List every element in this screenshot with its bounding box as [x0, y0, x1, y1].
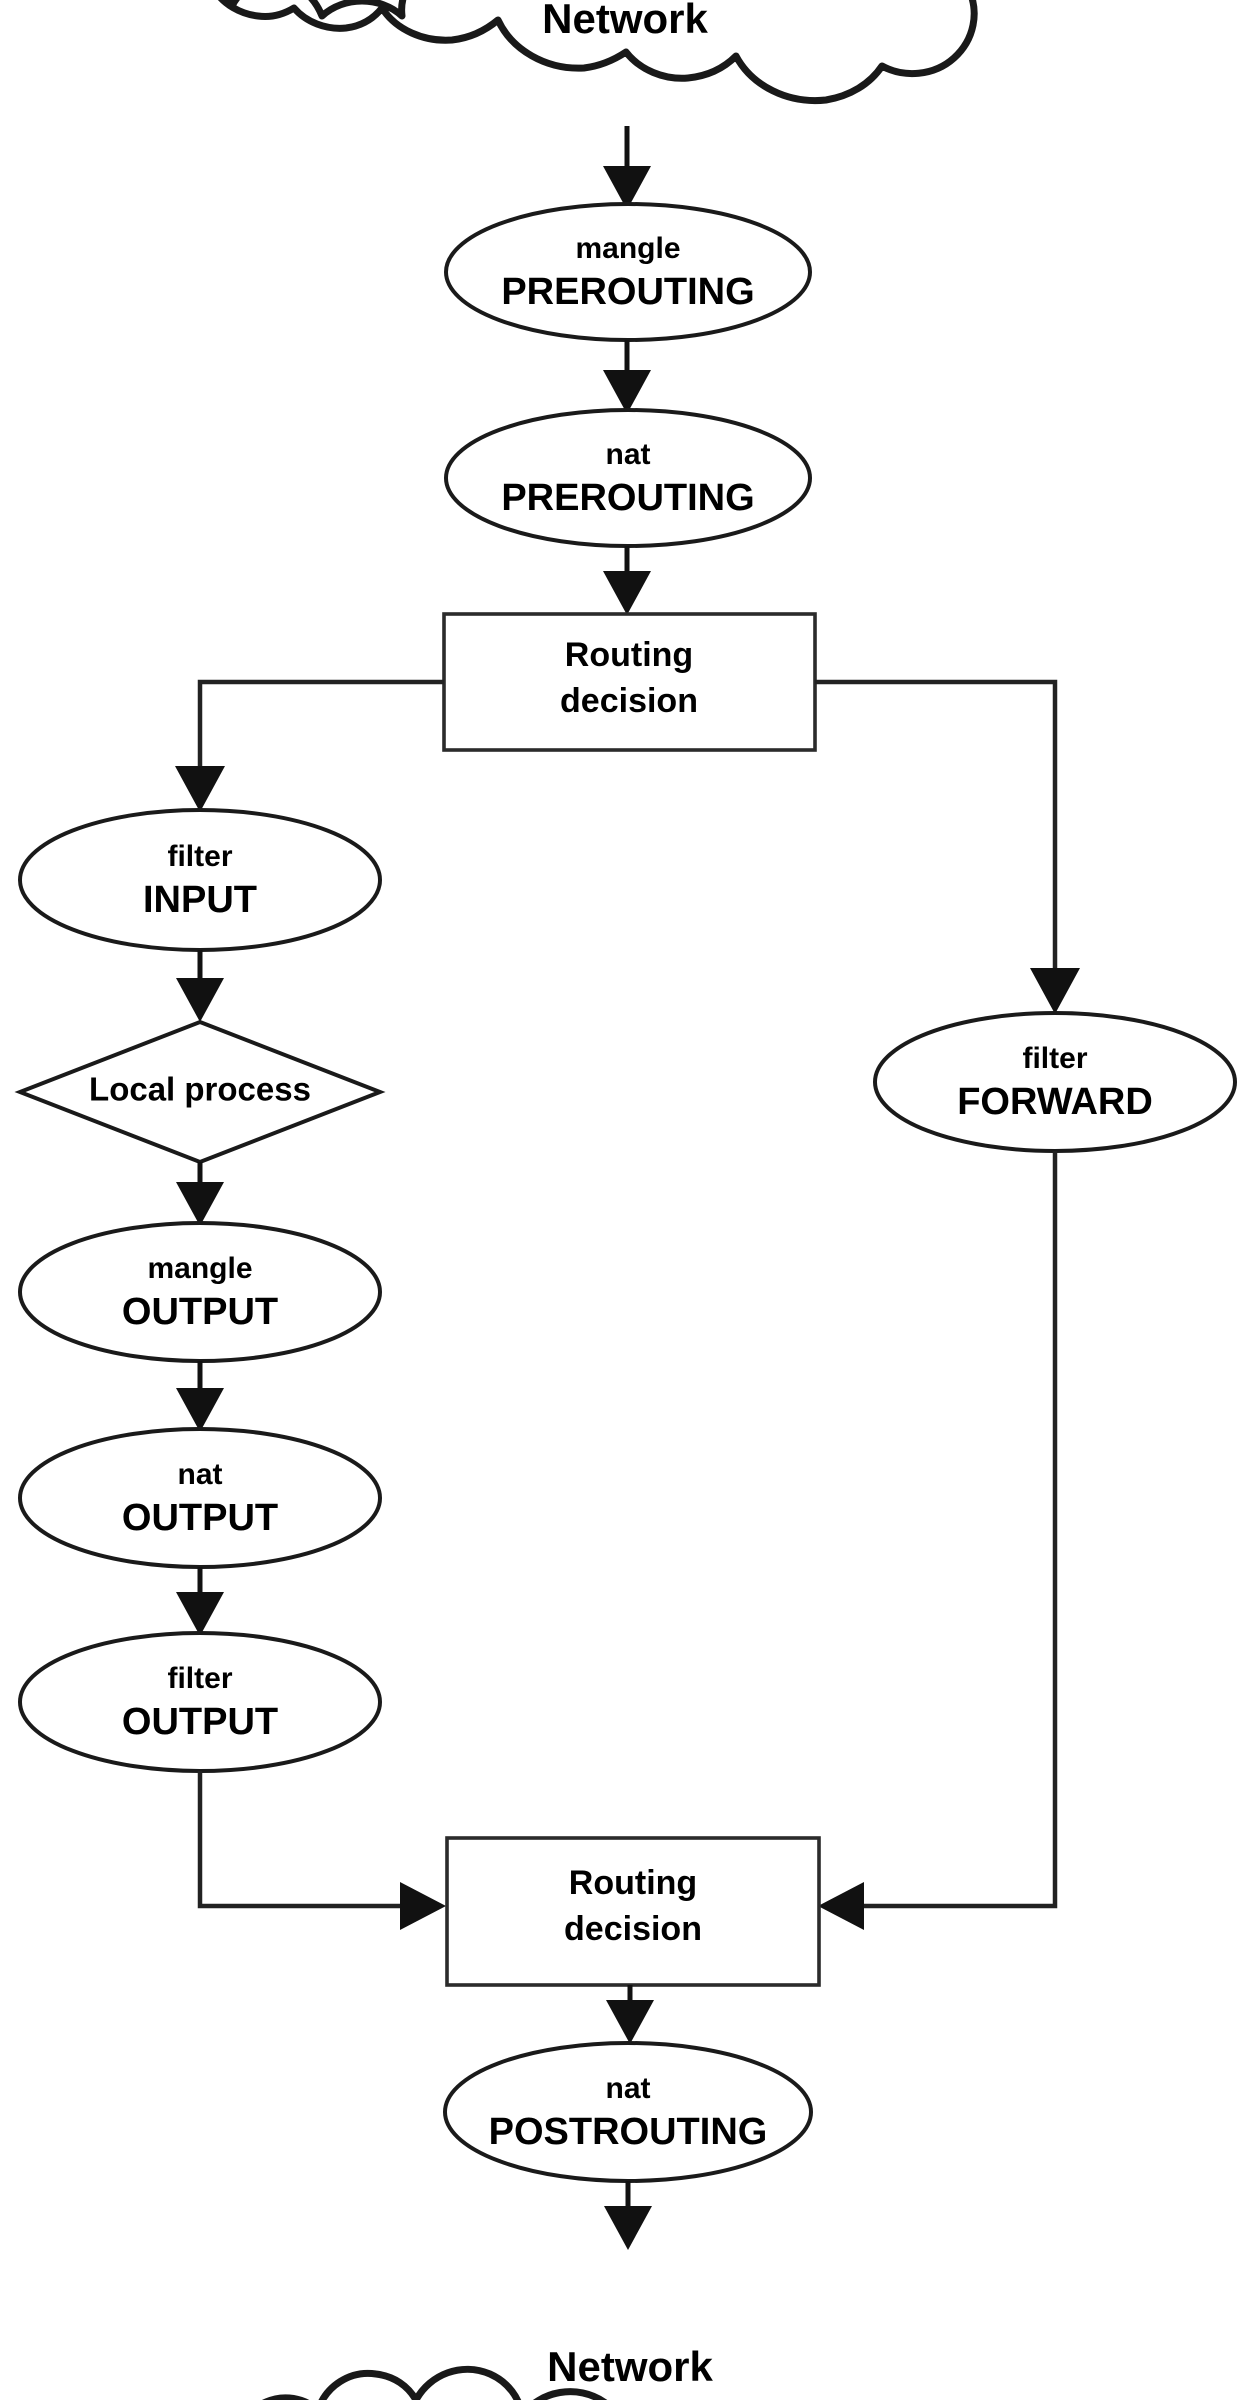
local-process-label: Local process: [89, 1071, 311, 1108]
nat-output-line2: OUTPUT: [122, 1497, 278, 1539]
edge-nat-postrouting-to-network-bottom: [604, 2181, 652, 2250]
node-nat-postrouting[interactable]: nat POSTROUTING: [443, 2041, 813, 2183]
node-nat-output[interactable]: nat OUTPUT: [18, 1427, 382, 1569]
node-nat-prerouting[interactable]: nat PREROUTING: [444, 408, 812, 548]
node-filter-output[interactable]: filter OUTPUT: [18, 1631, 382, 1773]
nat-prerouting-line2: PREROUTING: [501, 477, 754, 519]
node-filter-input[interactable]: filter INPUT: [18, 808, 382, 952]
routing-decision-top-line1: Routing: [565, 636, 693, 674]
node-routing-decision-bottom[interactable]: Routing decision: [445, 1836, 821, 1987]
mangle-prerouting-line1: mangle: [575, 232, 680, 265]
node-mangle-prerouting[interactable]: mangle PREROUTING: [444, 202, 812, 342]
node-network-bottom: Network: [195, 2343, 858, 2400]
filter-input-line2: INPUT: [143, 879, 257, 921]
network-top-label: Network: [542, 0, 708, 42]
edge-nat-prerouting-to-routing-top: [603, 546, 651, 615]
node-mangle-output[interactable]: mangle OUTPUT: [18, 1221, 382, 1363]
edge-routing-bottom-to-nat-postrouting: [606, 1985, 654, 2044]
mangle-output-line1: mangle: [147, 1252, 252, 1285]
edge-mangle-output-to-nat-output: [176, 1361, 224, 1432]
routing-decision-bottom-line2: decision: [564, 1910, 702, 1948]
nat-prerouting-line1: nat: [606, 438, 651, 471]
filter-forward-line1: filter: [1022, 1042, 1087, 1075]
edge-filter-output-to-routing-bottom: [197, 1771, 446, 1930]
nat-output-line1: nat: [178, 1458, 223, 1491]
filter-output-line2: OUTPUT: [122, 1701, 278, 1743]
routing-decision-bottom-line1: Routing: [569, 1864, 697, 1902]
node-routing-decision-top[interactable]: Routing decision: [442, 612, 817, 752]
nat-postrouting-line1: nat: [606, 2072, 651, 2105]
edge-filter-forward-to-routing-bottom: [818, 1151, 1058, 1930]
filter-forward-line2: FORWARD: [957, 1081, 1153, 1123]
network-bottom-label: Network: [547, 2343, 713, 2390]
nat-postrouting-line2: POSTROUTING: [489, 2111, 768, 2153]
edge-local-process-to-mangle-output: [176, 1162, 224, 1226]
edge-routing-top-to-filter-input: [175, 679, 444, 812]
filter-output-line1: filter: [167, 1662, 232, 1695]
edge-mangle-to-nat-prerouting: [603, 340, 651, 414]
routing-decision-top-line2: decision: [560, 682, 698, 720]
cloud-shape-bottom: [195, 2369, 858, 2400]
edge-routing-top-to-filter-forward: [815, 679, 1080, 1014]
filter-input-line1: filter: [167, 840, 232, 873]
edge-nat-output-to-filter-output: [176, 1567, 224, 1636]
edge-filter-input-to-local-process: [176, 950, 224, 1022]
node-network-top: Network: [181, 0, 1005, 101]
mangle-prerouting-line2: PREROUTING: [501, 271, 754, 313]
node-filter-forward[interactable]: filter FORWARD: [873, 1011, 1237, 1153]
mangle-output-line2: OUTPUT: [122, 1291, 278, 1333]
routing-decision-bottom-shape[interactable]: [445, 1836, 821, 1987]
node-local-process[interactable]: Local process: [14, 1019, 386, 1165]
edge-network-to-mangle-prerouting: [603, 126, 651, 210]
